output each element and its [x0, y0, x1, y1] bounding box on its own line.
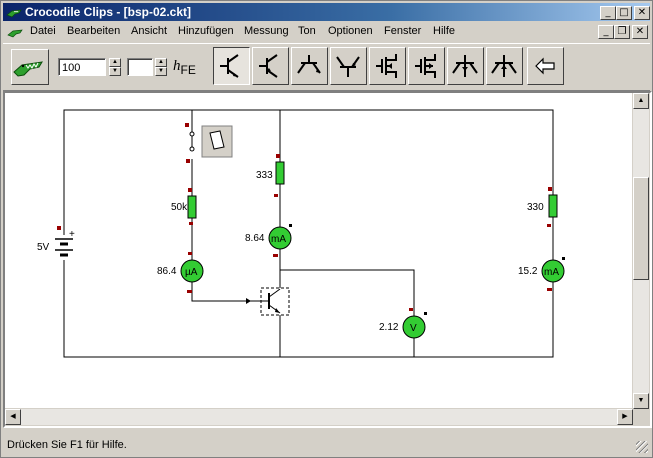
scroll-down-button[interactable]: ▼	[633, 393, 649, 409]
crocodile-logo-button[interactable]	[11, 49, 49, 85]
voltmeter-unit: V	[410, 323, 417, 334]
resistor-collector-label: 333	[256, 170, 273, 181]
zoom-spinner[interactable]: ▲▼	[109, 58, 121, 76]
jfet-n-button[interactable]	[447, 47, 484, 85]
pnp-transistor-icon	[259, 54, 278, 78]
mosfet-p-icon	[415, 54, 436, 78]
npn-transistor-button[interactable]	[213, 47, 250, 85]
mosfet-n-button[interactable]	[369, 47, 406, 85]
voltmeter-value: 2.12	[379, 322, 399, 333]
crocodile-app-icon	[6, 9, 22, 18]
menu-ansicht[interactable]: Ansicht	[131, 25, 168, 37]
circuit-canvas[interactable]: + 5V 50k	[5, 93, 632, 408]
ammeter-base-value: 86.4	[157, 266, 177, 277]
ammeter-collector-value: 8.64	[245, 233, 265, 244]
horizontal-scrollbar[interactable]: ◀ ▶	[5, 409, 633, 425]
doc-minimize-button[interactable]: _	[598, 25, 614, 39]
mosfet-n-icon	[376, 54, 397, 78]
ammeter-right-unit: mA	[544, 267, 559, 278]
npn-transistor-alt-icon	[297, 55, 321, 74]
maximize-button[interactable]: □	[616, 6, 632, 20]
ammeter-right[interactable]	[541, 259, 565, 283]
jfet-p-button[interactable]	[486, 47, 523, 85]
ammeter-collector-unit: mA	[271, 234, 286, 245]
hfe-label: hFE	[173, 58, 196, 77]
ammeter-right-value: 15.2	[518, 266, 538, 277]
scroll-right-button[interactable]: ▶	[617, 409, 633, 425]
ammeter-base-unit: µA	[185, 267, 198, 278]
hfe-input[interactable]	[127, 58, 153, 76]
pnp-transistor-alt-icon	[336, 56, 360, 77]
circuit-diagram[interactable]: + 5V 50k	[5, 93, 632, 408]
zoom-input[interactable]: 100	[58, 58, 106, 76]
battery[interactable]	[55, 226, 73, 260]
document-area: + 5V 50k	[3, 91, 652, 428]
voltmeter[interactable]	[402, 315, 426, 339]
ammeter-base[interactable]	[180, 259, 204, 283]
resize-grip[interactable]	[636, 441, 648, 453]
npn-transistor-alt-button[interactable]	[291, 47, 328, 85]
scroll-up-button[interactable]: ▲	[633, 93, 649, 109]
resistor-333[interactable]	[275, 161, 285, 185]
toolbar: 100 ▲▼ ▲▼ hFE	[3, 43, 650, 91]
doc-close-button[interactable]: ✕	[632, 25, 648, 39]
menu-bearbeiten[interactable]: Bearbeiten	[67, 25, 121, 37]
pnp-transistor-alt-button[interactable]	[330, 47, 367, 85]
back-arrow-icon	[535, 57, 555, 75]
window-title: Crocodile Clips - [bsp-02.ckt]	[25, 5, 192, 19]
close-button[interactable]: ✕	[634, 6, 650, 20]
resistor-50k[interactable]	[187, 195, 197, 219]
resistor-right-label: 330	[527, 202, 544, 213]
pnp-transistor-button[interactable]	[252, 47, 289, 85]
status-text: Drücken Sie F1 für Hilfe.	[7, 439, 127, 451]
npn-transistor-icon	[220, 54, 239, 78]
scroll-left-button[interactable]: ◀	[5, 409, 21, 425]
menu-fenster[interactable]: Fenster	[384, 25, 422, 37]
vertical-scroll-thumb[interactable]	[633, 177, 649, 280]
menu-ton[interactable]: Ton	[298, 25, 316, 37]
crocodile-icon	[13, 61, 43, 77]
resistor-330[interactable]	[548, 194, 558, 218]
doc-restore-button[interactable]: ❐	[614, 25, 630, 39]
battery-label: 5V	[37, 242, 50, 253]
transistor[interactable]	[246, 287, 290, 316]
vertical-scrollbar[interactable]: ▲ ▼	[633, 93, 649, 409]
back-button[interactable]	[527, 47, 564, 85]
resistor-base-label: 50k	[171, 202, 188, 213]
ammeter-collector[interactable]	[268, 226, 292, 250]
menu-optionen[interactable]: Optionen	[328, 25, 373, 37]
document-crocodile-icon[interactable]	[6, 25, 24, 39]
wires	[63, 109, 554, 358]
minimize-button[interactable]: _	[600, 6, 616, 20]
menu-messung[interactable]: Messung	[244, 25, 289, 37]
status-bar: Drücken Sie F1 für Hilfe.	[3, 437, 650, 455]
hfe-spinner[interactable]: ▲▼	[155, 58, 167, 76]
title-bar[interactable]: Crocodile Clips - [bsp-02.ckt] _ □ ✕	[3, 3, 650, 21]
menu-hinzufuegen[interactable]: Hinzufügen	[178, 25, 234, 37]
menu-bar: Datei Bearbeiten Ansicht Hinzufügen Mess…	[3, 23, 650, 41]
mosfet-p-button[interactable]	[408, 47, 445, 85]
menu-hilfe[interactable]: Hilfe	[433, 25, 456, 37]
menu-datei[interactable]: Datei	[30, 25, 56, 37]
switch[interactable]	[185, 123, 233, 163]
jfet-n-icon	[452, 55, 478, 77]
jfet-p-icon	[491, 55, 517, 77]
battery-plus-label: +	[69, 229, 75, 240]
